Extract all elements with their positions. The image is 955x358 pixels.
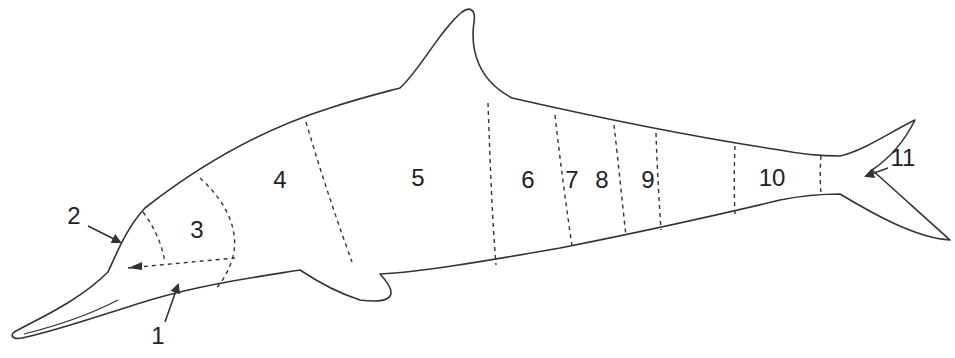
callout-number: 10 <box>759 166 786 190</box>
callout-number: 9 <box>641 168 654 192</box>
eye <box>128 262 142 270</box>
leader-arrow <box>165 285 178 322</box>
callout-number: 2 <box>67 204 80 228</box>
callout-number: 11 <box>891 146 916 170</box>
callout-number: 5 <box>411 166 424 190</box>
dolphin-outline <box>12 9 950 338</box>
callout-number: 3 <box>190 218 203 242</box>
segment-boundaries <box>128 103 821 290</box>
leader-arrow <box>866 168 888 176</box>
callout-number: 4 <box>273 168 286 192</box>
leader-arrow <box>88 226 120 242</box>
callout-number: 8 <box>595 168 608 192</box>
callout-number: 7 <box>565 168 578 192</box>
callout-number: 1 <box>151 324 164 348</box>
callout-number: 6 <box>521 168 534 192</box>
